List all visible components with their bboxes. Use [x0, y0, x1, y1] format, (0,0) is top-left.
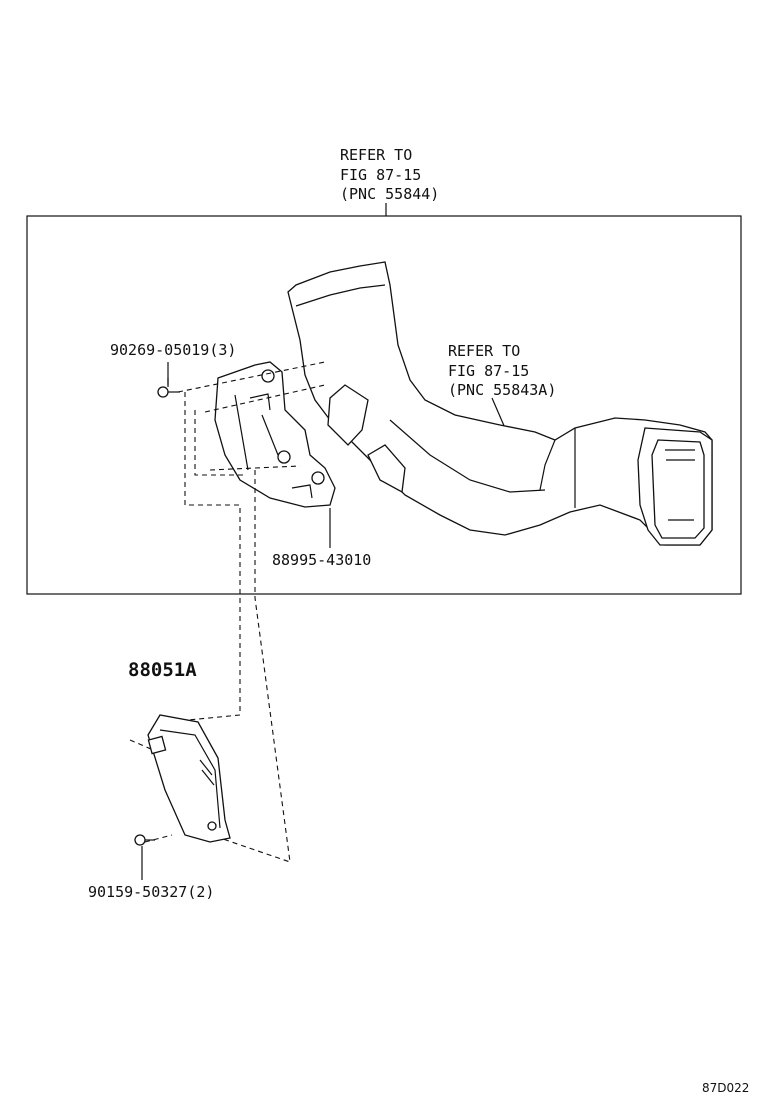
right-refer-callout: REFER TO FIG 87-15 (PNC 55843A) — [448, 342, 556, 429]
bracket-hole-1 — [261, 369, 275, 383]
bracket-edges — [234, 394, 279, 471]
duct-tab-upper — [327, 384, 369, 446]
air-duct — [287, 261, 713, 546]
dash-to-module-1 — [167, 392, 241, 723]
bolt-lower-icon — [134, 834, 155, 846]
duct-seam — [539, 439, 556, 491]
top-refer-callout: REFER TO FIG 87-15 (PNC 55844) — [340, 146, 439, 216]
bracket-clips — [249, 393, 313, 499]
module-connector — [147, 735, 167, 755]
module-top-edge — [159, 729, 221, 829]
duct-outlet-ribs — [665, 449, 695, 521]
top-refer-line-1: REFER TO — [340, 146, 412, 164]
dash-lower-bolt — [144, 834, 173, 843]
right-refer-leader — [491, 397, 506, 429]
right-refer-line-2: FIG 87-15 — [448, 362, 529, 380]
module-body — [147, 714, 231, 843]
duct-contour — [389, 419, 546, 493]
module-ribs — [199, 759, 215, 786]
duct-tab-lower — [367, 444, 406, 494]
top-refer-line-3: (PNC 55844) — [340, 185, 439, 203]
dash-bolt-1 — [177, 361, 326, 393]
bolt-upper-label: 90269-05019(3) — [110, 341, 236, 359]
bracket-body — [214, 361, 336, 508]
bracket-hole-2 — [277, 450, 291, 464]
dash-bracket-top — [204, 384, 326, 413]
module-label: 88051A — [128, 659, 197, 681]
bracket-label: 88995-43010 — [272, 551, 371, 569]
dash-bolt-2 — [194, 410, 245, 476]
bolt-upper-icon — [157, 378, 180, 398]
duct-rim-line — [295, 284, 386, 307]
top-refer-line-2: FIG 87-15 — [340, 166, 421, 184]
dash-to-module-2 — [219, 470, 291, 863]
assembly-frame — [26, 215, 742, 595]
duct-outlet-inner — [651, 439, 705, 539]
figure-code: 87D022 — [702, 1081, 749, 1095]
module-part — [147, 714, 231, 843]
bolt-lower-label: 90159-50327(2) — [88, 883, 214, 901]
right-refer-line-3: (PNC 55843A) — [448, 381, 556, 399]
module-mount-hole — [207, 821, 217, 831]
dash-bracket-mid — [209, 465, 301, 471]
right-refer-line-1: REFER TO — [448, 342, 520, 360]
bracket-hole-3 — [311, 471, 325, 485]
alignment-lines — [129, 361, 326, 863]
